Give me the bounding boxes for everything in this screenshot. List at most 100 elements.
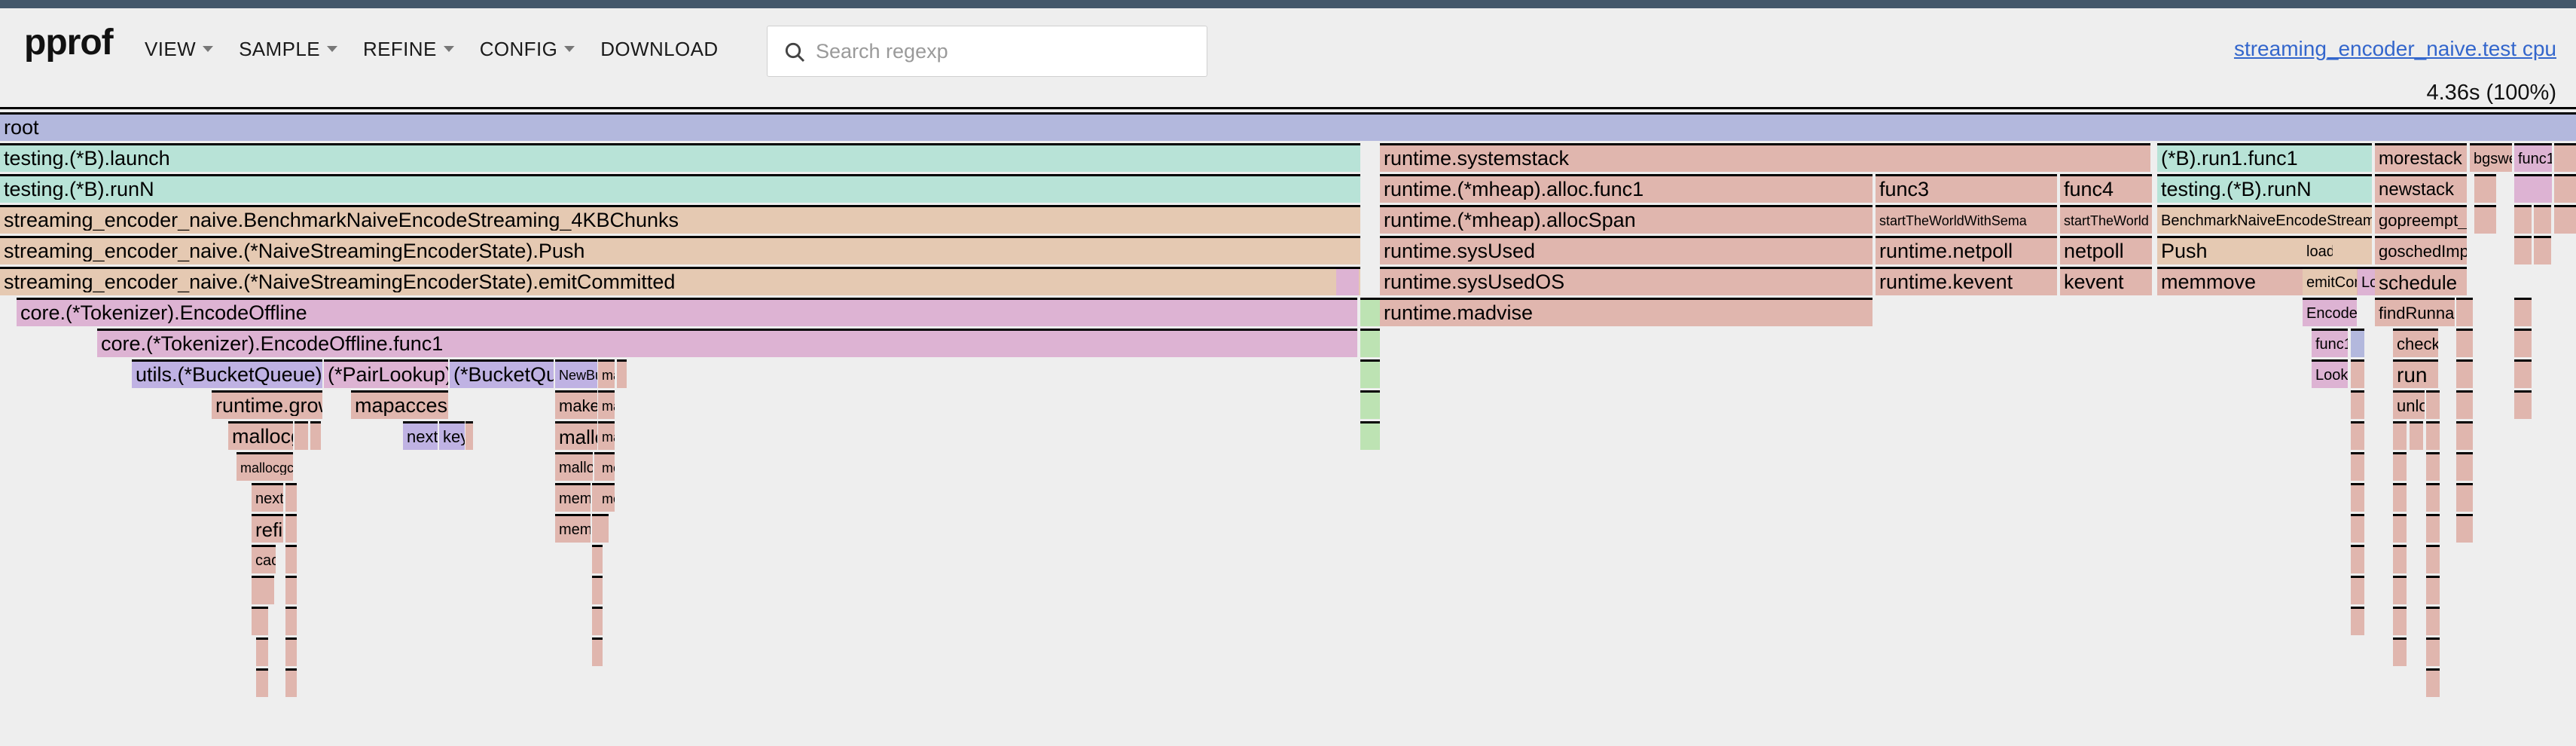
flame-frame[interactable] (2351, 390, 2364, 419)
flame-frame[interactable]: bgsweep (2470, 143, 2512, 172)
flame-frame[interactable] (592, 576, 603, 604)
menu-sample[interactable]: SAMPLE (239, 35, 337, 64)
flame-frame[interactable]: (*B).run1.func1 (2157, 143, 2372, 172)
flame-frame[interactable] (285, 514, 297, 543)
flame-frame[interactable] (285, 483, 297, 512)
flame-frame[interactable] (2351, 452, 2364, 481)
flame-frame[interactable]: key (439, 421, 465, 450)
menu-config[interactable]: CONFIG (480, 35, 575, 64)
flame-frame[interactable]: core.(*Tokenizer).EncodeOffline.func1 (97, 329, 1357, 357)
flame-frame[interactable]: load (2303, 236, 2333, 264)
flame-frame[interactable] (2554, 205, 2576, 234)
flame-frame[interactable] (2351, 607, 2364, 635)
flame-frame[interactable]: runtime.(*mheap).allocSpan (1380, 205, 1872, 234)
flame-frame[interactable] (617, 359, 627, 388)
flame-frame[interactable]: cacheSpan (252, 545, 276, 573)
flame-frame[interactable] (2426, 421, 2440, 450)
flame-frame[interactable] (2351, 514, 2364, 543)
flame-frame[interactable] (285, 668, 297, 697)
flame-frame[interactable] (285, 637, 297, 666)
flame-frame[interactable]: mapaccess2_fast64 (351, 390, 448, 419)
flame-frame[interactable]: Push (2157, 236, 2372, 264)
flame-frame[interactable] (2514, 359, 2532, 388)
flame-frame[interactable] (1336, 267, 1359, 295)
flame-frame[interactable] (2514, 236, 2532, 264)
flame-frame[interactable] (2426, 607, 2440, 635)
flame-frame[interactable] (2514, 329, 2532, 357)
flame-frame[interactable]: Lookup (2312, 359, 2348, 388)
flame-frame[interactable]: BenchmarkNaiveEncodeStream (2157, 205, 2372, 234)
flame-frame[interactable] (2426, 390, 2440, 419)
flame-frame[interactable]: gopreempt_m (2375, 205, 2467, 234)
flame-frame[interactable]: streaming_encoder_naive.(*NaiveStreaming… (0, 236, 1360, 264)
flame-frame[interactable] (2456, 390, 2473, 419)
flame-frame[interactable]: testing.(*B).runN (2157, 174, 2372, 203)
flame-frame[interactable]: emitCommitted (2303, 267, 2357, 295)
flame-frame[interactable] (592, 607, 603, 635)
flame-frame[interactable]: testing.(*B).runN (0, 174, 1360, 203)
flame-frame[interactable]: nextFree (252, 483, 283, 512)
flame-frame[interactable] (2410, 421, 2423, 450)
flame-frame[interactable] (2426, 576, 2440, 604)
flame-frame[interactable] (1360, 298, 1380, 326)
flame-frame[interactable] (285, 576, 297, 604)
flame-frame[interactable]: (*PairLookup).Lookup (324, 359, 448, 388)
flame-frame[interactable]: mallocgc (228, 421, 293, 450)
flame-frame[interactable] (2426, 637, 2440, 666)
flame-frame[interactable] (2426, 514, 2440, 543)
flame-frame[interactable]: mallocgcl (555, 452, 593, 481)
flame-frame[interactable] (2426, 483, 2440, 512)
flame-frame[interactable] (2393, 607, 2407, 635)
flame-frame[interactable]: startTheWorldWithSema (1876, 205, 2057, 234)
flame-frame[interactable] (2534, 236, 2551, 264)
flame-frame[interactable] (2456, 514, 2473, 543)
flame-frame[interactable] (2456, 421, 2473, 450)
flame-frame[interactable] (2456, 452, 2473, 481)
flame-frame[interactable]: mem (598, 452, 615, 481)
flame-frame[interactable] (1360, 390, 1380, 419)
flame-frame[interactable] (1360, 421, 1380, 450)
flame-frame[interactable] (2351, 359, 2364, 388)
flame-frame[interactable] (2351, 545, 2364, 573)
flame-frame[interactable] (310, 421, 321, 450)
flame-frame[interactable]: func3 (1876, 174, 2057, 203)
flame-frame[interactable] (2456, 329, 2473, 357)
flame-frame[interactable] (252, 607, 268, 635)
flame-frame[interactable] (2351, 329, 2364, 357)
flame-frame[interactable] (256, 637, 268, 666)
flame-frame[interactable] (2514, 298, 2532, 326)
flame-frame[interactable] (1360, 359, 1380, 388)
flame-frame[interactable] (2456, 483, 2473, 512)
flame-frame[interactable]: runtime.sysUsed (1380, 236, 1872, 264)
flame-frame[interactable]: mal (598, 390, 615, 419)
flame-frame[interactable]: NewBucketQueue (555, 359, 597, 388)
flame-frame[interactable]: func1 (2514, 143, 2552, 172)
flame-frame[interactable] (2456, 359, 2473, 388)
flame-frame[interactable] (2393, 483, 2407, 512)
flame-frame[interactable]: makeslice (555, 390, 597, 419)
flame-frame[interactable] (2393, 452, 2407, 481)
flame-frame[interactable]: unlock (2393, 390, 2425, 419)
flame-frame[interactable]: runtime.(*mheap).alloc.func1 (1380, 174, 1872, 203)
flame-frame[interactable] (2456, 298, 2473, 326)
flame-frame[interactable] (2393, 545, 2407, 573)
flame-frame[interactable] (2393, 514, 2407, 543)
flame-frame[interactable]: mal (598, 359, 615, 388)
flame-frame[interactable]: core.(*Tokenizer).EncodeOffline (17, 298, 1357, 326)
flame-frame[interactable]: newstack (2375, 174, 2467, 203)
flame-frame[interactable] (2351, 421, 2364, 450)
flame-frame[interactable] (2514, 174, 2552, 203)
flame-frame[interactable]: schedule (2375, 267, 2467, 295)
flame-frame[interactable] (2554, 143, 2576, 172)
flame-frame[interactable]: runtime.netpoll (1876, 236, 2057, 264)
flame-frame[interactable] (256, 668, 268, 697)
flame-frame[interactable] (2393, 576, 2407, 604)
flame-frame[interactable] (1360, 329, 1380, 357)
flame-frame[interactable] (2554, 174, 2576, 203)
flame-frame[interactable]: mem (598, 483, 615, 512)
flame-frame[interactable] (2426, 668, 2440, 697)
flame-frame[interactable] (295, 421, 308, 450)
flame-frame[interactable]: streaming_encoder_naive.BenchmarkNaiveEn… (0, 205, 1360, 234)
flame-frame[interactable]: netpoll (2060, 236, 2152, 264)
